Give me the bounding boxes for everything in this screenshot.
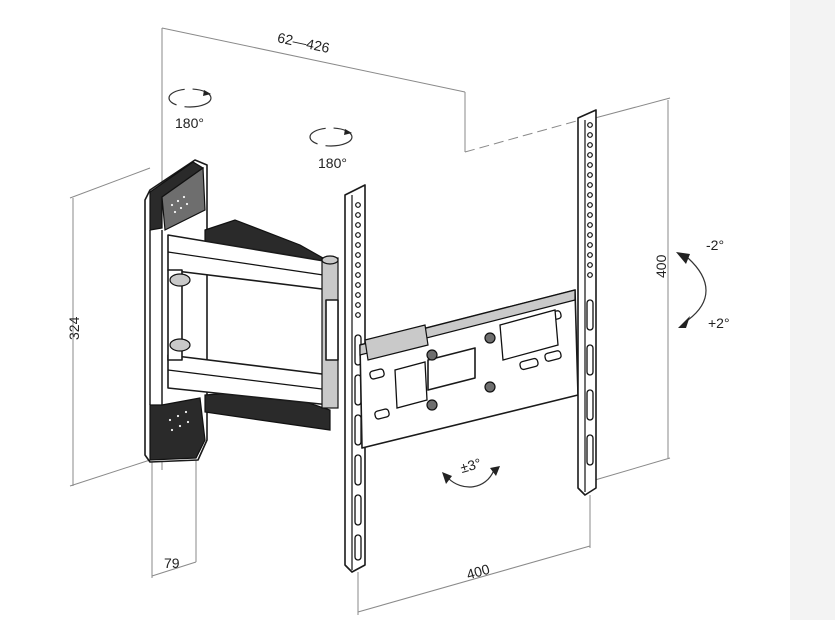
plate-width-label: 400 bbox=[465, 561, 492, 583]
rotation-center-label: 180° bbox=[318, 155, 347, 171]
vertical-rail-right bbox=[577, 109, 597, 496]
depth-bottom-label: 79 bbox=[164, 555, 180, 571]
drawing-area bbox=[0, 0, 790, 620]
mount-drawing: 62—426 180° 180° 324 79 400 400 -2° +2° … bbox=[66, 27, 730, 615]
side-margin bbox=[790, 0, 835, 620]
plate-height-label: 400 bbox=[653, 254, 669, 278]
bolt-icon bbox=[426, 332, 496, 411]
level-adjust-arrow-icon bbox=[442, 466, 500, 488]
vesa-cross-plate bbox=[359, 289, 579, 449]
vertical-rail-left bbox=[344, 184, 366, 573]
level-adjust-label: ±3° bbox=[458, 455, 483, 476]
rotation-left-label: 180° bbox=[175, 115, 204, 131]
articulating-arm bbox=[167, 219, 339, 431]
rotation-arrow-left-icon bbox=[168, 88, 212, 108]
tilt-arrow-icon bbox=[676, 252, 707, 328]
tilt-up-label: -2° bbox=[706, 237, 724, 253]
height-left-label: 324 bbox=[66, 316, 82, 340]
tilt-down-label: +2° bbox=[708, 315, 730, 331]
dimension-lines bbox=[69, 27, 671, 615]
rotation-arrow-center-icon bbox=[309, 127, 353, 147]
top-width-label: 62—426 bbox=[276, 29, 331, 56]
